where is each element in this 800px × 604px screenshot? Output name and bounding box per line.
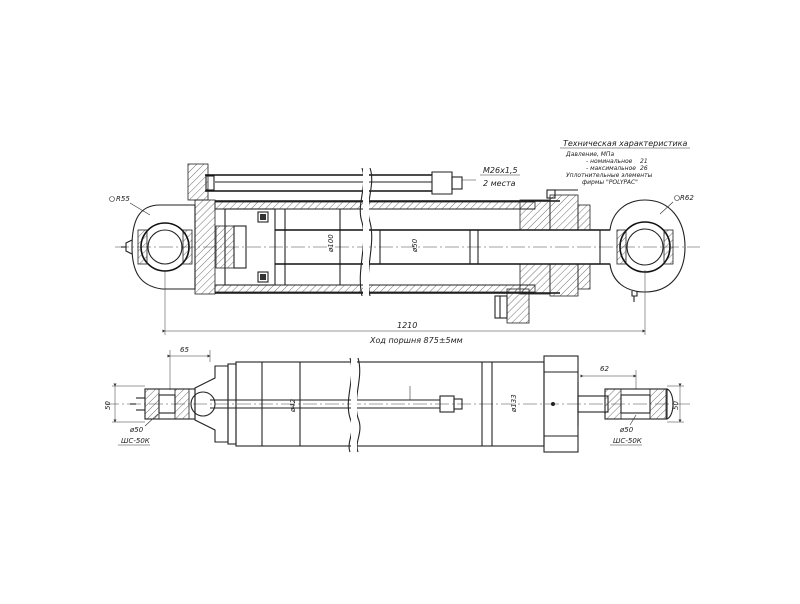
dim62-label: 62	[600, 365, 609, 373]
seals-value: фирмы "POLYPAC"	[582, 179, 638, 186]
right-clevis	[604, 388, 674, 420]
piston	[215, 208, 341, 286]
places-label: 2 места	[483, 179, 516, 188]
top-section-view: R55	[109, 163, 700, 345]
thread-label: M26x1,5	[483, 166, 518, 175]
d133-label: ø133	[510, 394, 518, 413]
seals-label: Уплотнительные элементы	[566, 172, 653, 179]
tech-title: Техническая характеристика	[563, 139, 688, 148]
d50-label: ø50	[411, 238, 419, 253]
d42-label: ø42	[289, 398, 297, 413]
nominal-label: - номинальное	[586, 158, 633, 165]
r62-label: R62	[680, 194, 694, 202]
bottom-fitting	[494, 288, 530, 324]
left-clevis	[130, 388, 196, 420]
dim50-right-label: 50	[672, 401, 680, 410]
bottom-plan-view: ø42 ø133 65 62 50 50 ø50	[104, 346, 690, 453]
right-eye	[599, 199, 686, 302]
stroke-label: Ход поршня 875±5мм	[369, 336, 463, 345]
max-value: 26	[640, 165, 648, 172]
dim50-left-label: 50	[104, 401, 112, 410]
d50-left-label: ø50	[129, 426, 144, 434]
nominal-value: 21	[640, 158, 648, 165]
d100-label: ø100	[327, 234, 335, 253]
d50-right-label: ø50	[619, 426, 634, 434]
r55-label: R55	[116, 195, 130, 203]
dim65-label: 65	[180, 346, 189, 354]
length-label: 1210	[397, 321, 417, 330]
tech-spec-block: Техническая характеристика Давление, МПа…	[560, 139, 690, 186]
pressure-label: Давление, МПа	[565, 151, 614, 158]
gland	[519, 189, 591, 297]
end-cap	[194, 199, 216, 295]
max-label: - максимальное	[586, 165, 636, 172]
bearing-right-label: ШС-50К	[613, 437, 643, 445]
left-eye	[121, 204, 196, 290]
bearing-left-label: ШС-50К	[121, 437, 151, 445]
